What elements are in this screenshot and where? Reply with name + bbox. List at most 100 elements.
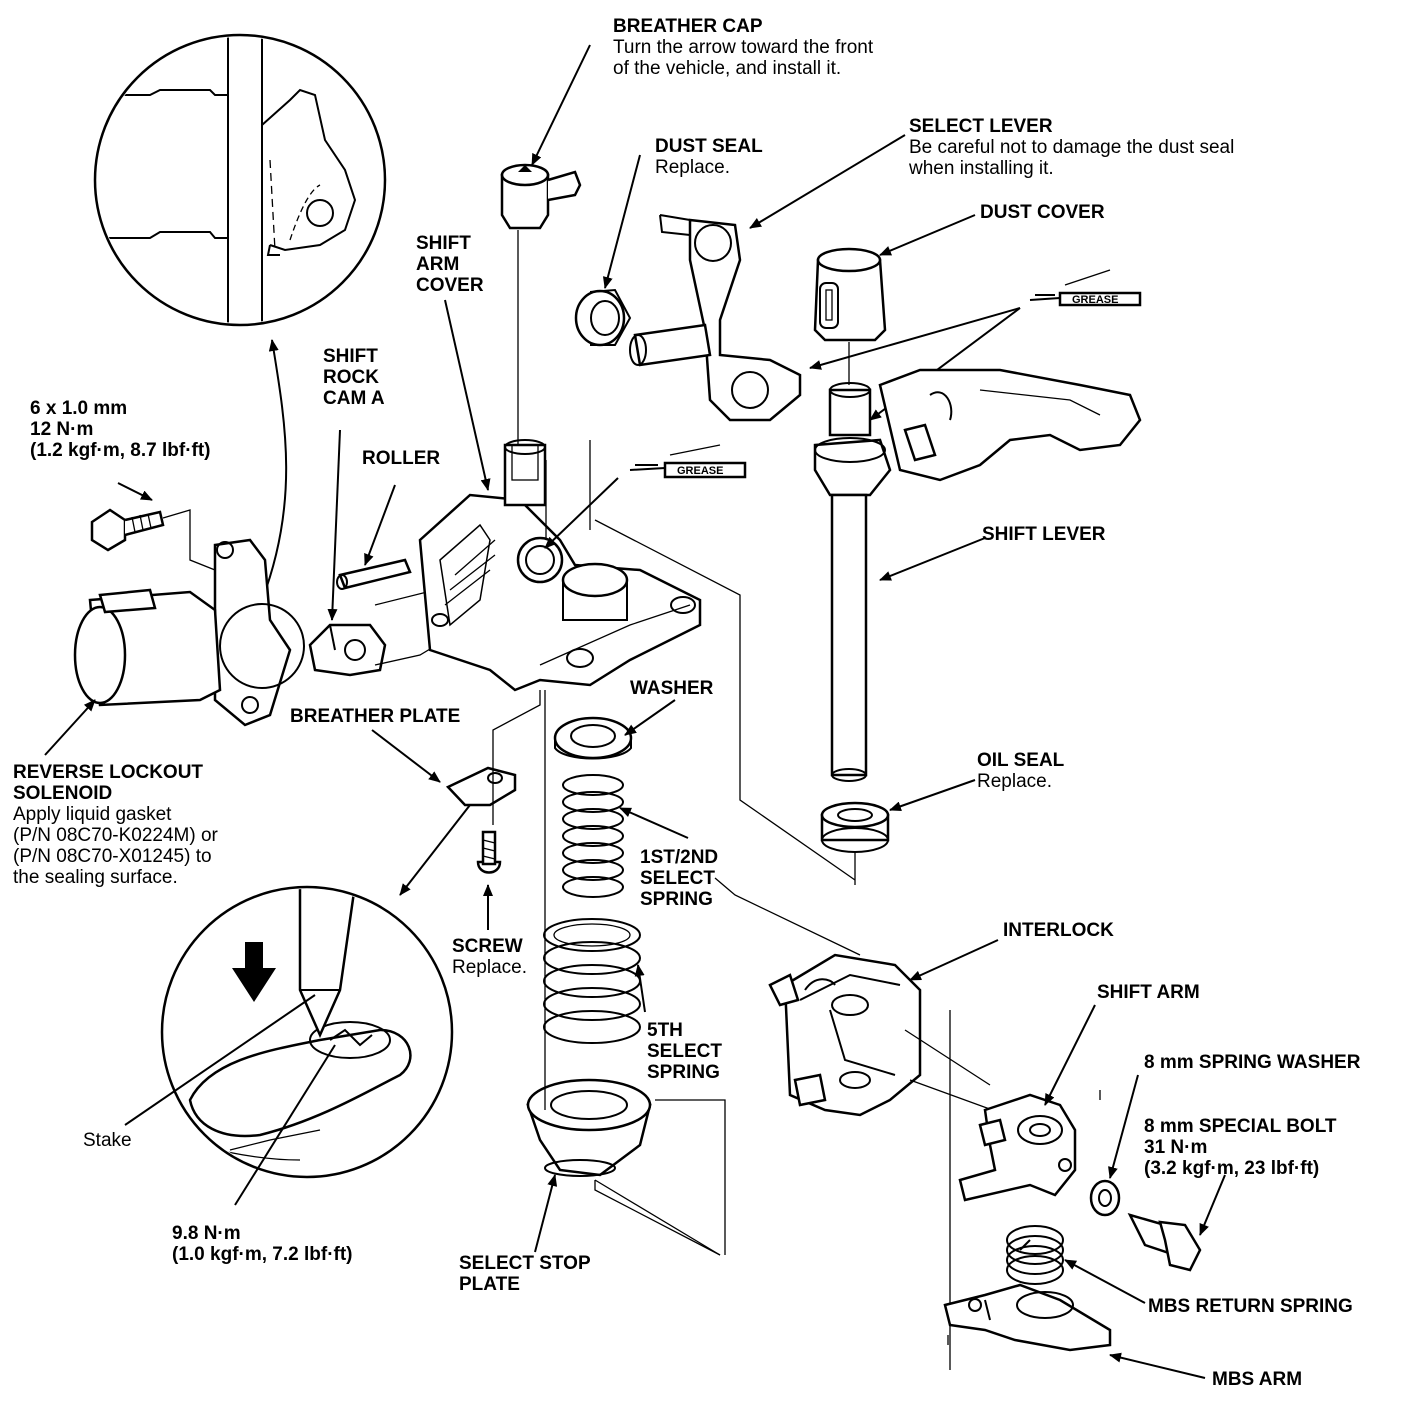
label-title: MBS ARM bbox=[1212, 1369, 1303, 1390]
shift-arm-part bbox=[958, 1093, 1077, 1202]
label-line: SHIFT bbox=[416, 233, 471, 254]
label-title: Stake bbox=[83, 1130, 132, 1151]
label-spring-5th: 5TH SELECT SPRING bbox=[647, 1020, 722, 1083]
shift-arm-cover-part bbox=[418, 439, 702, 692]
label-bolt-6mm: 6 x 1.0 mm 12 N·m (1.2 kgf·m, 8.7 lbf·ft… bbox=[30, 398, 211, 461]
label-note: Be careful not to damage the dust seal bbox=[909, 137, 1235, 158]
breather-plate-part bbox=[445, 766, 517, 807]
shift-lever-part bbox=[813, 368, 1142, 782]
oil-seal-part bbox=[820, 801, 890, 853]
interlock-part bbox=[768, 953, 922, 1117]
label-line: 5TH bbox=[647, 1020, 683, 1041]
label-title: ROLLER bbox=[362, 448, 441, 469]
spring-5th-part bbox=[543, 918, 641, 1044]
roller-part bbox=[336, 558, 412, 590]
grease-tube-icon-1 bbox=[1029, 269, 1142, 307]
reverse-lockout-solenoid-part bbox=[73, 538, 305, 727]
label-stake: Stake bbox=[83, 1130, 132, 1151]
label-title: WASHER bbox=[630, 678, 714, 699]
label-select-lever: SELECT LEVER Be careful not to damage th… bbox=[909, 116, 1234, 179]
label-title: SCREW bbox=[452, 936, 523, 957]
label-select-stop-plate: SELECT STOP PLATE bbox=[459, 1253, 591, 1295]
label-line: 12 N·m bbox=[30, 419, 94, 440]
label-note: (P/N 08C70-X01245) to bbox=[13, 846, 212, 867]
label-line: ARM bbox=[416, 254, 460, 275]
label-title: SELECT LEVER bbox=[909, 116, 1053, 137]
label-line: 31 N·m bbox=[1144, 1137, 1208, 1158]
shift-rock-cam-part bbox=[308, 623, 387, 677]
label-title: OIL SEAL bbox=[977, 750, 1065, 771]
label-shift-rock-cam: SHIFT ROCK CAM A bbox=[323, 346, 385, 409]
grease-tag-text-2: GREASE bbox=[677, 465, 723, 477]
label-spring-washer: 8 mm SPRING WASHER bbox=[1144, 1052, 1360, 1073]
label-title: BREATHER CAP bbox=[613, 16, 763, 37]
label-note: Replace. bbox=[977, 771, 1052, 792]
label-note: (P/N 08C70-K0224M) or bbox=[13, 825, 218, 846]
label-title: SHIFT LEVER bbox=[982, 524, 1106, 545]
dust-cover-part bbox=[813, 247, 887, 342]
select-lever-part bbox=[629, 214, 802, 422]
label-line: 1ST/2ND bbox=[640, 847, 719, 868]
label-torque-98: 9.8 N·m (1.0 kgf·m, 7.2 lbf·ft) bbox=[172, 1223, 353, 1265]
label-breather-cap: BREATHER CAP Turn the arrow toward the f… bbox=[613, 16, 873, 79]
label-line: COVER bbox=[416, 275, 484, 296]
spring-washer-part bbox=[1089, 1179, 1121, 1217]
label-note: the sealing surface. bbox=[13, 867, 178, 888]
label-line: PLATE bbox=[459, 1274, 520, 1295]
label-title: MBS RETURN SPRING bbox=[1148, 1296, 1353, 1317]
mbs-arm-part bbox=[943, 1283, 1112, 1352]
label-line: (1.2 kgf·m, 8.7 lbf·ft) bbox=[30, 440, 211, 461]
label-washer: WASHER bbox=[630, 678, 713, 699]
label-title: INTERLOCK bbox=[1003, 920, 1114, 941]
spring-1st-2nd-part bbox=[562, 774, 624, 898]
label-note: Apply liquid gasket bbox=[13, 804, 172, 825]
label-roller: ROLLER bbox=[362, 448, 440, 469]
label-reverse-lockout: REVERSE LOCKOUT SOLENOID Apply liquid ga… bbox=[13, 762, 218, 888]
label-line: ROCK bbox=[323, 367, 379, 388]
label-shift-lever: SHIFT LEVER bbox=[982, 524, 1106, 545]
grease-tube-icon-2 bbox=[629, 444, 747, 479]
label-mbs-arm: MBS ARM bbox=[1212, 1369, 1302, 1390]
label-title: BREATHER PLATE bbox=[290, 706, 461, 727]
washer-part bbox=[553, 716, 633, 760]
label-dust-cover: DUST COVER bbox=[980, 202, 1105, 223]
select-stop-plate-part bbox=[526, 1078, 652, 1177]
label-interlock: INTERLOCK bbox=[1003, 920, 1114, 941]
label-line: 6 x 1.0 mm bbox=[30, 398, 128, 419]
detail-circle-stake bbox=[160, 885, 454, 1179]
label-shift-arm: SHIFT ARM bbox=[1097, 982, 1200, 1003]
label-special-bolt: 8 mm SPECIAL BOLT 31 N·m (3.2 kgf·m, 23 … bbox=[1144, 1116, 1337, 1179]
label-title: DUST SEAL bbox=[655, 136, 763, 157]
label-note: of the vehicle, and install it. bbox=[613, 58, 842, 79]
label-note: when installing it. bbox=[909, 158, 1054, 179]
grease-tag-text-1: GREASE bbox=[1072, 294, 1118, 306]
label-line: SELECT bbox=[640, 868, 715, 889]
label-line: SOLENOID bbox=[13, 783, 113, 804]
label-line: (1.0 kgf·m, 7.2 lbf·ft) bbox=[172, 1244, 353, 1265]
label-screw: SCREW Replace. bbox=[452, 936, 527, 978]
label-dust-seal: DUST SEAL Replace. bbox=[655, 136, 763, 178]
label-line: REVERSE LOCKOUT bbox=[13, 762, 204, 783]
label-line: 9.8 N·m bbox=[172, 1223, 241, 1244]
label-mbs-return-spring: MBS RETURN SPRING bbox=[1148, 1296, 1353, 1317]
label-line: SHIFT bbox=[323, 346, 378, 367]
label-line: CAM A bbox=[323, 388, 385, 409]
breather-cap-part bbox=[500, 163, 582, 230]
bolt-6mm-part bbox=[90, 508, 216, 571]
special-bolt-part bbox=[1127, 1213, 1202, 1272]
label-line: (3.2 kgf·m, 23 lbf·ft) bbox=[1144, 1158, 1320, 1179]
label-line: SPRING bbox=[640, 889, 713, 910]
label-note: Turn the arrow toward the front bbox=[613, 37, 874, 58]
dust-seal-part bbox=[574, 288, 632, 347]
detail-circle-solenoid bbox=[93, 33, 387, 327]
label-shift-arm-cover: SHIFT ARM COVER bbox=[416, 233, 484, 296]
label-title: DUST COVER bbox=[980, 202, 1105, 223]
label-title: SHIFT ARM bbox=[1097, 982, 1200, 1003]
label-line: SELECT bbox=[647, 1041, 722, 1062]
label-line: SPRING bbox=[647, 1062, 720, 1083]
label-line: 8 mm SPECIAL BOLT bbox=[1144, 1116, 1337, 1137]
label-title: 8 mm SPRING WASHER bbox=[1144, 1052, 1361, 1073]
label-oil-seal: OIL SEAL Replace. bbox=[977, 750, 1064, 792]
